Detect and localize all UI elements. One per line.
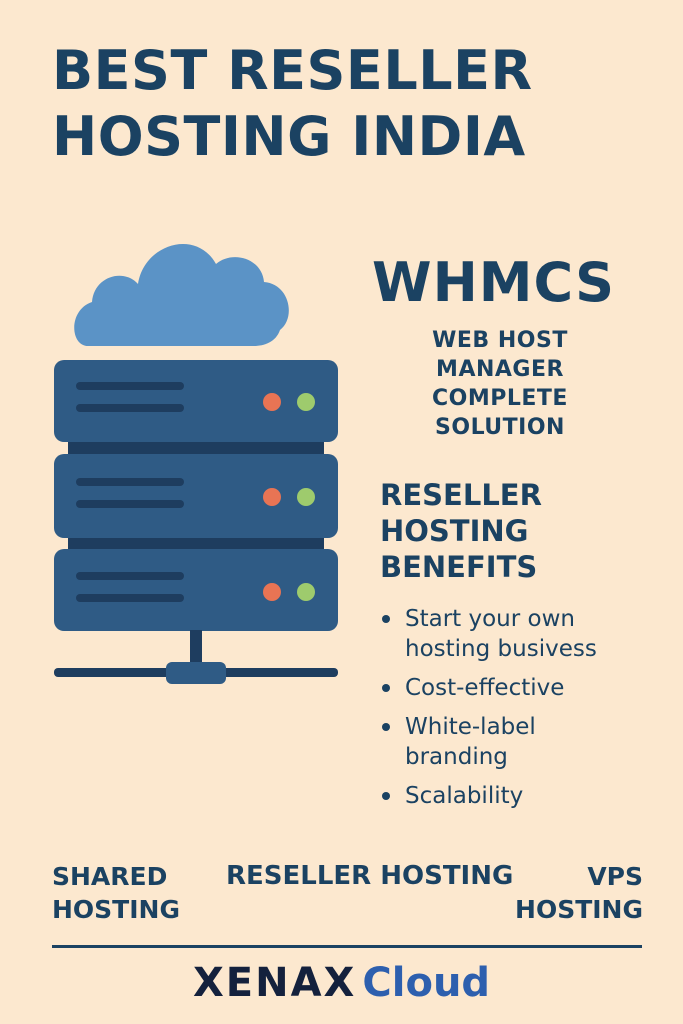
status-led-red bbox=[263, 583, 281, 601]
server-rack-icon bbox=[54, 360, 338, 631]
server-unit-3 bbox=[54, 549, 338, 631]
status-led-green bbox=[297, 583, 315, 601]
bullet-icon bbox=[382, 684, 390, 692]
nav-label-line: HOSTING bbox=[52, 895, 180, 924]
benefits-title: RESELLER HOSTING BENEFITS bbox=[380, 477, 600, 585]
server-unit-2 bbox=[54, 454, 338, 538]
status-led-green bbox=[297, 488, 315, 506]
nav-label-line: VPS bbox=[587, 862, 643, 891]
nav-label-line: HOSTING bbox=[515, 895, 643, 924]
benefit-item: Start your own hosting busivess bbox=[380, 604, 670, 664]
divider bbox=[52, 945, 642, 948]
bullet-icon bbox=[382, 615, 390, 623]
nav-shared-hosting[interactable]: SHARED HOSTING bbox=[52, 860, 180, 926]
whmcs-title: WHMCS bbox=[372, 251, 616, 314]
server-connector-bottom bbox=[68, 536, 324, 550]
vent-line bbox=[76, 382, 184, 390]
network-stem bbox=[190, 630, 202, 666]
benefits-title-line: BENEFITS bbox=[380, 550, 538, 584]
title-line-2: HOSTING INDIA bbox=[52, 105, 526, 168]
vent-line bbox=[76, 572, 184, 580]
whmcs-subtitle-line: MANAGER bbox=[436, 357, 564, 382]
vent-line bbox=[76, 594, 184, 602]
benefit-text: hosting busivess bbox=[405, 636, 597, 662]
server-illustration bbox=[54, 243, 338, 684]
server-unit-1 bbox=[54, 360, 338, 442]
benefit-item: Scalability bbox=[380, 781, 670, 811]
benefit-text: Cost-effective bbox=[405, 675, 565, 701]
bullet-icon bbox=[382, 723, 390, 731]
network-icon bbox=[54, 630, 338, 684]
benefit-text: Scalability bbox=[405, 783, 524, 809]
whmcs-subtitle-line: WEB HOST bbox=[432, 328, 568, 353]
bullet-icon bbox=[382, 792, 390, 800]
whmcs-subtitle-line: SOLUTION bbox=[435, 415, 565, 440]
benefit-text: branding bbox=[405, 744, 508, 770]
benefit-text: White-label bbox=[405, 714, 536, 740]
status-led-red bbox=[263, 488, 281, 506]
nav-reseller-hosting[interactable]: RESELLER HOSTING bbox=[226, 861, 514, 891]
brand-name: XENAX bbox=[192, 960, 357, 1006]
server-connector-top bbox=[68, 440, 324, 454]
page-title: BEST RESELLER HOSTING INDIA bbox=[52, 38, 652, 170]
vent-line bbox=[76, 478, 184, 486]
vent-line bbox=[76, 404, 184, 412]
benefits-list: Start your own hosting busivess Cost-eff… bbox=[380, 604, 670, 820]
benefit-item: Cost-effective bbox=[380, 673, 670, 703]
benefits-title-line: RESELLER bbox=[380, 478, 542, 512]
nav-label-line: SHARED bbox=[52, 862, 168, 891]
status-led-red bbox=[263, 393, 281, 411]
benefit-text: Start your own bbox=[405, 606, 575, 632]
status-led-green bbox=[297, 393, 315, 411]
whmcs-subtitle: WEB HOST MANAGER COMPLETE SOLUTION bbox=[400, 326, 600, 442]
cloud-icon bbox=[74, 243, 289, 346]
nav-vps-hosting[interactable]: VPS HOSTING bbox=[515, 860, 643, 926]
network-hub bbox=[166, 662, 226, 684]
benefit-item: White-label branding bbox=[380, 712, 670, 772]
brand-suffix: Cloud bbox=[362, 960, 491, 1006]
benefits-title-line: HOSTING bbox=[380, 514, 529, 548]
whmcs-subtitle-line: COMPLETE bbox=[432, 386, 568, 411]
vent-line bbox=[76, 500, 184, 508]
title-line-1: BEST RESELLER bbox=[52, 39, 533, 102]
